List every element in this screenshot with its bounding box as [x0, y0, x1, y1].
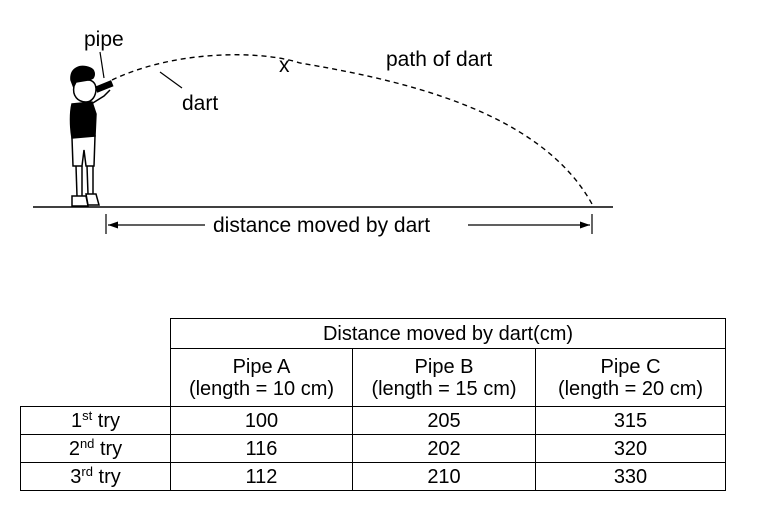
dart-pointer — [159, 71, 183, 89]
pipe-label: pipe — [84, 28, 124, 51]
boy-head — [72, 79, 97, 103]
column-header-pipe-b: Pipe B (length = 15 cm) — [352, 348, 536, 407]
pipe-c-length: (length = 20 cm) — [557, 377, 704, 400]
pipe-shape — [94, 80, 114, 93]
column-header-pipe-c: Pipe C (length = 20 cm) — [535, 348, 726, 407]
table-cell: 112 — [170, 462, 353, 491]
boy-shoe-left — [71, 195, 89, 207]
highest-point-mark: x — [279, 54, 290, 77]
dart-path — [111, 54, 593, 205]
arrowhead-left — [108, 221, 118, 229]
table-header: Distance moved by dart(cm) — [170, 318, 726, 349]
boy-leg-right — [86, 165, 89, 195]
pipe-pointer — [99, 51, 105, 79]
table-cell: 100 — [170, 406, 353, 435]
table-row: 3rd try 112 210 330 — [20, 462, 726, 491]
boy-leg-left — [75, 165, 78, 197]
boy-figure — [69, 65, 114, 207]
table-cell: 315 — [535, 406, 726, 435]
column-header-pipe-a: Pipe A (length = 10 cm) — [170, 348, 353, 407]
boy-arm — [87, 89, 111, 107]
row-label: 1st try — [20, 406, 171, 435]
table-cell: 330 — [535, 462, 726, 491]
pipe-b-name: Pipe B — [414, 355, 474, 378]
table-corner-blank-2 — [21, 349, 171, 407]
boy-shirt — [69, 101, 97, 139]
arrowhead-right — [580, 221, 590, 229]
dart-label: dart — [182, 92, 219, 115]
boy-shoe-right — [85, 193, 100, 206]
pipe-b-length: (length = 15 cm) — [371, 377, 517, 400]
table-cell: 210 — [352, 462, 536, 491]
dart-diagram: pipe dart path of dart x distance moved … — [33, 28, 613, 237]
table-corner-blank — [21, 319, 171, 349]
path-of-dart-label: path of dart — [386, 48, 493, 71]
row-label: 2nd try — [20, 434, 171, 463]
pipe-a-length: (length = 10 cm) — [188, 377, 335, 400]
row-label: 3rd try — [20, 462, 171, 491]
pipe-c-name: Pipe C — [600, 355, 661, 378]
distance-table: Distance moved by dart(cm) Pipe A (lengt… — [20, 318, 726, 491]
boy-shorts — [71, 135, 96, 167]
table-cell: 116 — [170, 434, 353, 463]
table-row: 2nd try 116 202 320 — [20, 434, 726, 463]
table-cell: 320 — [535, 434, 726, 463]
table-row: 1st try 100 205 315 — [20, 406, 726, 435]
table-cell: 202 — [352, 434, 536, 463]
table-cell: 205 — [352, 406, 536, 435]
distance-label: distance moved by dart — [213, 214, 431, 237]
pipe-a-name: Pipe A — [232, 355, 291, 378]
diagram-canvas — [33, 51, 613, 234]
